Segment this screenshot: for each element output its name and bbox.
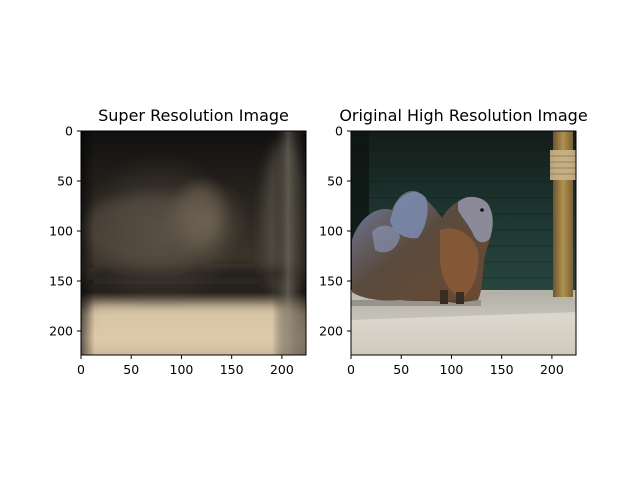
super-resolution-image bbox=[81, 131, 306, 355]
y-tick-label: 200 bbox=[319, 324, 343, 339]
x-tick-label: 50 bbox=[393, 362, 409, 377]
y-tick-label: 50 bbox=[327, 174, 343, 189]
y-tick-label: 0 bbox=[335, 124, 343, 139]
axes-frame-left bbox=[80, 130, 307, 356]
axes-original: Original High Resolution Image 0 50 100 150… bbox=[319, 106, 588, 377]
original-image bbox=[351, 131, 576, 355]
x-tick-label: 150 bbox=[490, 362, 514, 377]
y-tick-label: 50 bbox=[57, 174, 73, 189]
y-tick-label: 100 bbox=[49, 224, 73, 239]
x-tick-label: 100 bbox=[170, 362, 194, 377]
x-tick-label: 50 bbox=[123, 362, 139, 377]
y-tick-label: 0 bbox=[65, 124, 73, 139]
y-tick-label: 150 bbox=[49, 274, 73, 289]
x-tick-label: 150 bbox=[220, 362, 244, 377]
chart-title-left: Super Resolution Image bbox=[98, 106, 289, 125]
axes-super-resolution: Super Resolution Image 0 50 100 150 200 0 50 1… bbox=[49, 106, 307, 377]
chart-title-right: Original High Resolution Image bbox=[339, 106, 587, 125]
x-tick-label: 100 bbox=[440, 362, 464, 377]
x-tick-label: 200 bbox=[270, 362, 294, 377]
y-tick-label: 150 bbox=[319, 274, 343, 289]
x-ticks-right: 0 50 100 150 200 bbox=[347, 355, 564, 377]
y-ticks-right: 0 50 100 150 200 bbox=[319, 124, 351, 339]
y-ticks-left: 0 50 100 150 200 bbox=[49, 124, 81, 339]
x-tick-label: 0 bbox=[347, 362, 355, 377]
y-tick-label: 200 bbox=[49, 324, 73, 339]
axes-frame-right bbox=[350, 130, 577, 356]
x-ticks-left: 0 50 100 150 200 bbox=[77, 355, 294, 377]
x-tick-label: 200 bbox=[540, 362, 564, 377]
x-tick-label: 0 bbox=[77, 362, 85, 377]
y-tick-label: 100 bbox=[319, 224, 343, 239]
